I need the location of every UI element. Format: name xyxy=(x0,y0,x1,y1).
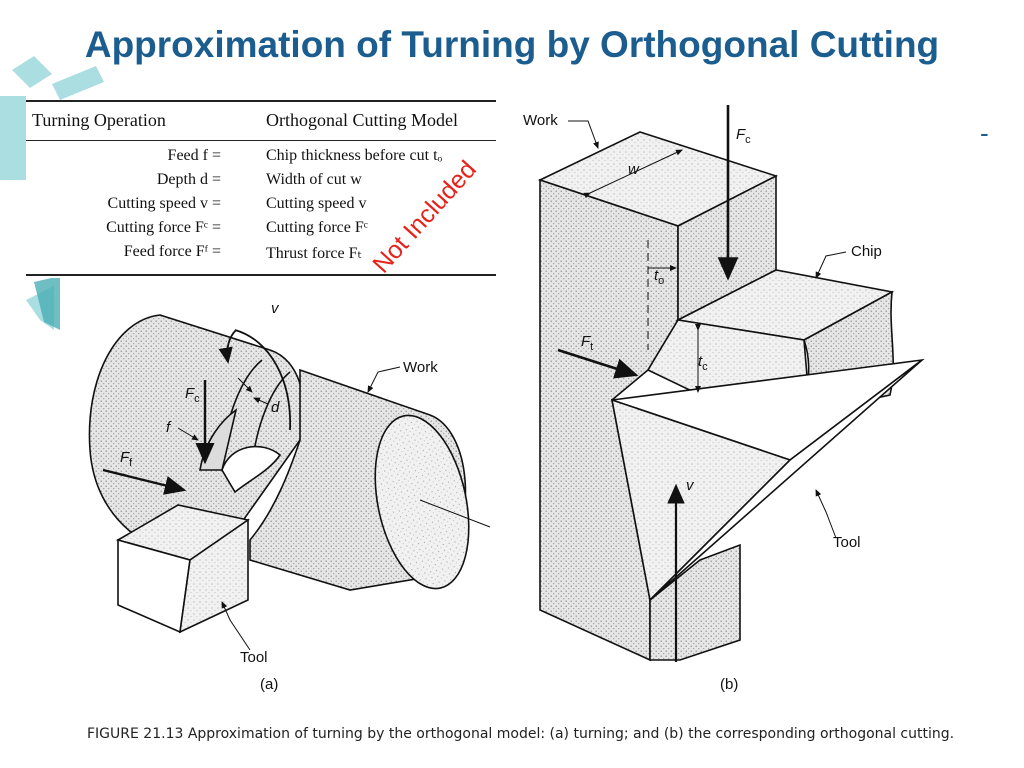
table-row-left: Cutting speed v = xyxy=(107,195,221,212)
label-a-Ff: Ff xyxy=(120,449,133,469)
table-bottom-rule xyxy=(26,274,496,276)
label-b-work: Work xyxy=(523,112,558,129)
correspondence-table: Turning Operation Orthogonal Cutting Mod… xyxy=(26,100,496,278)
page-title: Approximation of Turning by Orthogonal C… xyxy=(84,24,940,65)
label-b-tc: tc xyxy=(698,353,708,373)
label-b-tool: Tool xyxy=(833,534,861,551)
table-row-left: Feed f = xyxy=(167,147,221,164)
decorative-graphic xyxy=(0,56,104,330)
label-a-work: Work xyxy=(403,359,438,376)
label-a-d: d xyxy=(271,399,280,416)
figure-b-orthogonal xyxy=(537,105,925,662)
label-b-Fc: Fc xyxy=(736,126,751,146)
label-b-w: w xyxy=(628,161,640,178)
table-row-left: Cutting force Fᶜ = xyxy=(106,219,221,236)
table-row-left: Feed force Fᶠ = xyxy=(123,243,221,260)
label-b-chip: Chip xyxy=(851,243,882,260)
label-a-tool: Tool xyxy=(240,649,268,666)
label-b-v: v xyxy=(686,477,695,494)
table-row-right: Width of cut w xyxy=(266,171,362,188)
table-row-right: Cutting speed v xyxy=(266,195,367,212)
label-b-to: to xyxy=(654,267,664,287)
label-a-Fc: Fc xyxy=(185,385,200,405)
table-header-right: Orthogonal Cutting Model xyxy=(266,110,458,130)
label-a-f: f xyxy=(166,419,172,436)
figure-b-labels: Work w Fc Chip to Ft tc v Tool (b) xyxy=(523,112,882,693)
table-row-left: Depth d = xyxy=(156,171,221,188)
table-row-right: Thrust force Fₜ xyxy=(266,245,363,262)
stray-dash: - xyxy=(980,118,989,148)
table-row-right: Cutting force Fᶜ xyxy=(266,219,368,236)
table-row-right: Chip thickness before cut tₒ xyxy=(266,147,443,164)
caption-b: (b) xyxy=(720,676,738,693)
caption-a: (a) xyxy=(260,676,278,693)
label-a-v: v xyxy=(271,300,280,317)
table-top-rule xyxy=(26,100,496,102)
figure-a-turning xyxy=(88,314,491,651)
label-b-Ft: Ft xyxy=(581,333,593,353)
figure-caption: FIGURE 21.13 Approximation of turning by… xyxy=(87,726,955,742)
figure-a-labels: v Fc d f Ff Work Tool (a) xyxy=(120,300,438,693)
table-header-rule xyxy=(26,140,496,141)
table-header-left: Turning Operation xyxy=(32,110,166,130)
